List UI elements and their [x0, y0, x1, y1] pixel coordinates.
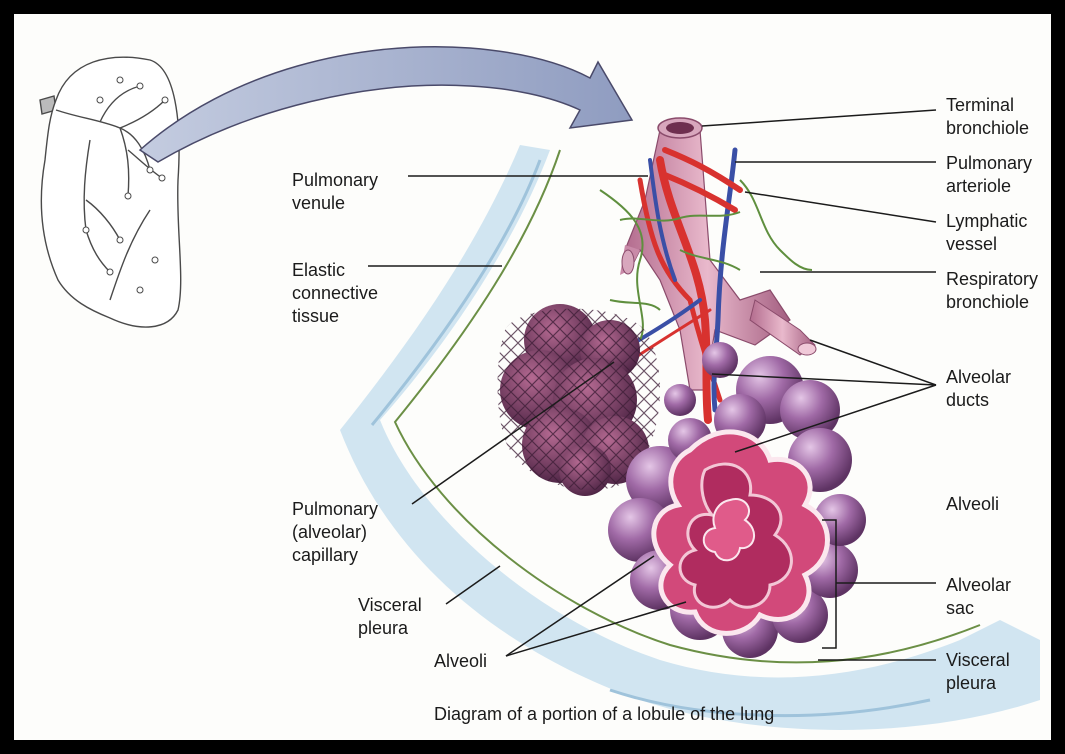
label-respiratory-bronchiole: Respiratory bronchiole	[946, 268, 1038, 314]
label-pulmonary-venule: Pulmonary venule	[292, 169, 378, 215]
label-visceral-pleura-right: Visceral pleura	[946, 649, 1010, 695]
zoom-arrow-icon	[140, 47, 632, 162]
label-alveolar-ducts: Alveolar ducts	[946, 366, 1011, 412]
label-pulmonary-arteriole: Pulmonary arteriole	[946, 152, 1032, 198]
label-alveoli-right: Alveoli	[946, 493, 999, 516]
lung-outline-icon	[40, 57, 181, 327]
label-elastic-connective-tissue: Elastic connective tissue	[292, 259, 378, 328]
diagram-caption: Diagram of a portion of a lobule of the …	[434, 704, 774, 725]
label-visceral-pleura-left: Visceral pleura	[358, 594, 422, 640]
label-alveoli-bottom: Alveoli	[434, 650, 487, 673]
label-pulmonary-capillary: Pulmonary (alveolar) capillary	[292, 498, 378, 567]
diagram-canvas: Terminal bronchiole Pulmonary arteriole …	[14, 14, 1051, 740]
label-lymphatic-vessel: Lymphatic vessel	[946, 210, 1027, 256]
label-terminal-bronchiole: Terminal bronchiole	[946, 94, 1029, 140]
label-alveolar-sac: Alveolar sac	[946, 574, 1011, 620]
lung-lobule-illustration	[14, 14, 1051, 740]
